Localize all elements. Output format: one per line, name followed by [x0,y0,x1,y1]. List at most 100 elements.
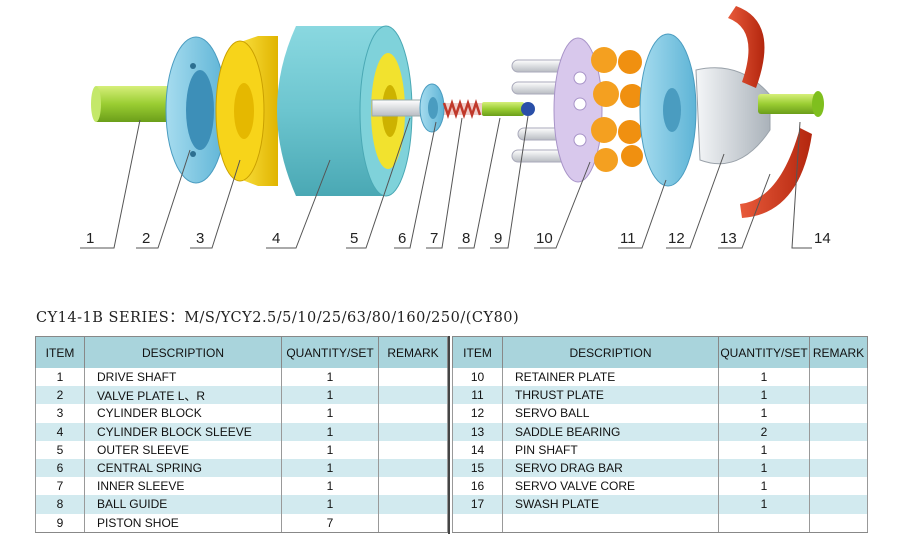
cell-description: CYLINDER BLOCK SLEEVE [84,422,282,441]
header-quantity: QUANTITY/SET [718,336,810,368]
cell-remark [809,458,868,478]
cell-quantity: 2 [718,422,810,441]
callout-leader-lines [80,115,812,249]
cell-description: SERVO BALL [502,404,719,423]
ball-guide-part [521,102,535,116]
callout-2: 2 [142,230,151,247]
cell-item: 1 [35,368,85,387]
cell-quantity: 1 [718,458,810,478]
cell-remark [809,477,868,496]
header-item: ITEM [35,336,85,368]
cell-quantity: 1 [718,404,810,423]
cell-item [452,513,503,533]
cell-description: OUTER SLEEVE [84,440,282,459]
cell-item: 9 [35,513,85,533]
callout-8: 8 [462,230,471,247]
callout-9: 9 [494,230,503,247]
central-spring-part [442,99,482,119]
cell-description: INNER SLEEVE [84,477,282,496]
header-remark: REMARK [378,336,448,368]
cell-remark [378,477,448,496]
cell-quantity: 1 [281,386,379,405]
callout-7: 7 [430,230,439,247]
servo-ball-part [695,67,771,165]
callout-14: 14 [814,230,831,247]
cell-description: SERVO VALVE CORE [502,477,719,496]
table-header-row: ITEM DESCRIPTION QUANTITY/SET REMARK [35,336,448,368]
cell-item: 5 [35,440,85,459]
cell-remark [809,495,868,514]
cell-description: SERVO DRAG BAR [502,458,719,478]
cell-item: 14 [452,440,503,459]
cell-description: PISTON SHOE [84,513,282,533]
cell-remark [378,404,448,423]
cell-description: VALVE PLATE L、R [84,386,282,405]
header-item: ITEM [452,336,503,368]
cylinder-block-part [215,36,278,186]
cell-description: SADDLE BEARING [502,422,719,441]
cell-description [502,513,719,533]
cell-quantity: 1 [281,440,379,459]
cell-item: 8 [35,495,85,514]
cell-quantity: 1 [281,422,379,441]
cell-description: SWASH PLATE [502,495,719,514]
header-remark: REMARK [809,336,868,368]
callout-5: 5 [350,230,359,247]
cell-remark [809,513,868,533]
cell-remark [378,440,448,459]
header-description: DESCRIPTION [502,336,719,368]
cell-remark [378,422,448,441]
cell-item: 12 [452,404,503,423]
cell-remark [809,440,868,459]
cell-quantity: 7 [281,513,379,533]
cell-item: 4 [35,422,85,441]
cell-description: CENTRAL SPRING [84,458,282,478]
cell-item: 17 [452,495,503,514]
cell-description: RETAINER PLATE [502,368,719,387]
callout-11: 11 [620,230,636,247]
header-quantity: QUANTITY/SET [281,336,379,368]
cell-quantity: 1 [281,458,379,478]
cell-remark [809,368,868,387]
callout-6: 6 [398,230,407,247]
cell-item: 11 [452,386,503,405]
cell-description: DRIVE SHAFT [84,368,282,387]
cell-remark [378,495,448,514]
thrust-plate-part [639,33,697,187]
cell-quantity: 1 [718,440,810,459]
cell-remark [378,513,448,533]
cell-item: 10 [452,368,503,387]
cell-remark [378,368,448,387]
retainer-plate-part [553,37,603,183]
exploded-pump-diagram [80,6,824,249]
cell-item: 2 [35,386,85,405]
cell-description: BALL GUIDE [84,495,282,514]
cell-item: 16 [452,477,503,496]
cell-description: THRUST PLATE [502,386,719,405]
cell-item: 3 [35,404,85,423]
cell-remark [809,404,868,423]
cell-item: 13 [452,422,503,441]
cell-remark [809,422,868,441]
cell-remark [378,458,448,478]
cell-quantity: 1 [281,495,379,514]
cell-remark [809,386,868,405]
saddle-bearing-part [728,6,812,218]
cell-quantity [718,513,810,533]
cell-description: CYLINDER BLOCK [84,404,282,423]
